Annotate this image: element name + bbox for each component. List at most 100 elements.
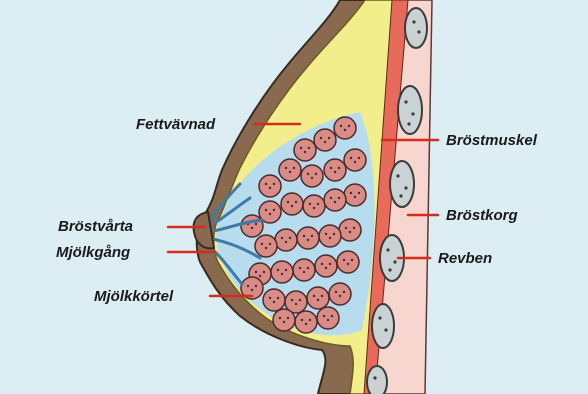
lobule-dot [321,295,323,297]
lobule-dot [291,205,293,207]
lobule-dot [354,161,356,163]
lobule-dot [265,247,267,249]
gland-lobule [294,139,316,161]
lobule-dot [255,285,257,287]
lobule-dot [324,141,326,143]
lobule-dot [293,167,295,169]
lobule-dot [308,147,310,149]
lobule-dot [295,303,297,305]
lobule-dot [307,173,309,175]
lobule-dot [269,243,271,245]
lobule-dot [358,192,360,194]
label-pectoral-muscle: Bröstmuskel [446,132,538,149]
lobule-dot [330,197,332,199]
lobule-dot [269,187,271,189]
gland-lobule [334,117,356,139]
lobule-dot [300,147,302,149]
lobule-dot [313,207,315,209]
lobule-dot [287,201,289,203]
lobule-dot [291,299,293,301]
lobule-dot [309,319,311,321]
label-mammary-gland: Mjölkkörtel [94,288,174,305]
label-ribcage: Bröstkorg [446,207,518,224]
lobule-dot [305,323,307,325]
gland-lobule [317,307,339,329]
lobule-dot [343,291,345,293]
lobule-dot [289,171,291,173]
lobule-dot [273,183,275,185]
gland-lobule [259,175,281,197]
lobule-dot [273,209,275,211]
lobule-dot [353,227,355,229]
lobule-dot [283,321,285,323]
lobule-dot [247,285,249,287]
lobule-dot [330,167,332,169]
lobule-dot [347,263,349,265]
lobule-dot [311,177,313,179]
gland-lobule [315,255,337,277]
lobule-dot [325,233,327,235]
lobule-dot [301,319,303,321]
lobule-dot [321,263,323,265]
gland-lobule [303,195,325,217]
lobule-dot [315,173,317,175]
lobule-dot [339,295,341,297]
lobule-dot [338,197,340,199]
lobule-dot [277,297,279,299]
label-nipple: Bröstvårta [58,218,133,235]
lobule-dot [343,259,345,261]
lobule-dot [333,233,335,235]
lobule-dot [335,291,337,293]
gland-lobule [295,311,317,333]
label-rib: Revben [438,250,492,267]
gland-lobule [324,189,346,211]
lobule-dot [350,192,352,194]
lobule-dot [265,209,267,211]
lobule-dot [317,203,319,205]
lobule-dot [338,167,340,169]
lobule-dot [348,125,350,127]
gland-lobule [344,149,366,171]
lobule-dot [281,237,283,239]
gland-lobule [275,229,297,251]
lobule-dot [299,267,301,269]
lobule-dot [251,227,253,229]
lobule-dot [350,157,352,159]
gland-lobule [301,165,323,187]
gland-lobule [329,283,351,305]
lobule-dot [273,301,275,303]
lobule-dot [328,137,330,139]
lobule-dot [325,267,327,269]
lobule-dot [279,317,281,319]
lobule-dot [309,203,311,205]
label-fat-tissue: Fettvävnad [136,116,216,133]
lobule-dot [285,269,287,271]
lobule-dot [329,237,331,239]
gland-lobule [339,219,361,241]
lobule-dot [304,151,306,153]
gland-lobule [314,129,336,151]
gland-lobule [319,225,341,247]
lobule-dot [285,241,287,243]
lobule-dot [277,269,279,271]
lobule-dot [329,263,331,265]
lobule-dot [340,125,342,127]
gland-lobule [344,184,366,206]
lobule-dot [287,317,289,319]
lobule-dot [269,213,271,215]
lobule-dot [303,235,305,237]
gland-lobule [324,159,346,181]
gland-lobule [263,289,285,311]
lobule-dot [303,271,305,273]
lobule-dot [313,295,315,297]
lobule-dot [269,297,271,299]
label-milk-duct: Mjölkgång [56,244,130,261]
lobule-dot [327,319,329,321]
lobule-dot [349,231,351,233]
lobule-dot [307,267,309,269]
gland-lobule [279,159,301,181]
lobule-dot [307,239,309,241]
lobule-dot [345,227,347,229]
lobule-dot [320,137,322,139]
